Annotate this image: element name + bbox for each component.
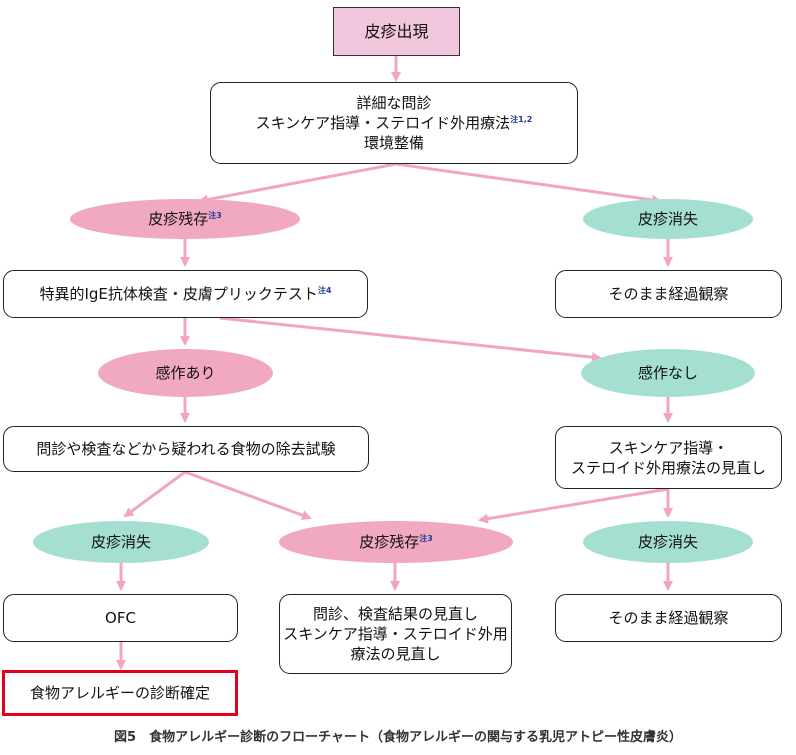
figure-caption: 図5 食物アレルギー診断のフローチャート（食物アレルギーの関与する乳児アトピー性… <box>114 730 682 745</box>
node-rash-disappears-1: 皮疹消失 <box>583 199 753 239</box>
arrow-ige-to-not-sensitized <box>219 316 602 363</box>
node-review-skincare: スキンケア指導・ ステロイド外用療法の見直し <box>555 426 782 489</box>
node-rash-disappears-3: 皮疹消失 <box>583 521 753 563</box>
node-ofc: OFC <box>3 594 238 642</box>
node-ige-prick-test: 特異的IgE抗体検査・皮膚プリックテスト注4 <box>3 270 368 318</box>
node-elimination-test: 問診や検査などから疑われる食物の除去試験 <box>3 426 369 472</box>
node-rash-appears: 皮疹出現 <box>333 7 460 56</box>
node-rash-persists-1: 皮疹残存注3 <box>70 199 300 239</box>
node-rash-persists-2: 皮疹残存注3 <box>279 521 513 563</box>
node-review-results: 問診、検査結果の見直し スキンケア指導・ステロイド外用 療法の見直し <box>279 594 512 674</box>
node-observe-1: そのまま経過観察 <box>555 270 782 318</box>
node-diagnosis-confirmed: 食物アレルギーの診断確定 <box>2 670 238 716</box>
arrow-elimination-to-gone2 <box>123 470 186 518</box>
node-observe-2: そのまま経過観察 <box>555 594 782 642</box>
node-rash-disappears-2: 皮疹消失 <box>33 521 209 563</box>
arrow-interview-to-persist1 <box>198 162 397 205</box>
node-detailed-interview: 詳細な問診 スキンケア指導・ステロイド外用療法注1,2 環境整備 <box>210 82 578 164</box>
arrow-review-to-persist2 <box>478 487 669 524</box>
arrow-interview-to-gone1 <box>395 162 662 205</box>
arrow-elimination-to-persist2 <box>184 470 312 520</box>
node-not-sensitized: 感作なし <box>581 349 755 397</box>
node-sensitized: 感作あり <box>98 349 273 397</box>
